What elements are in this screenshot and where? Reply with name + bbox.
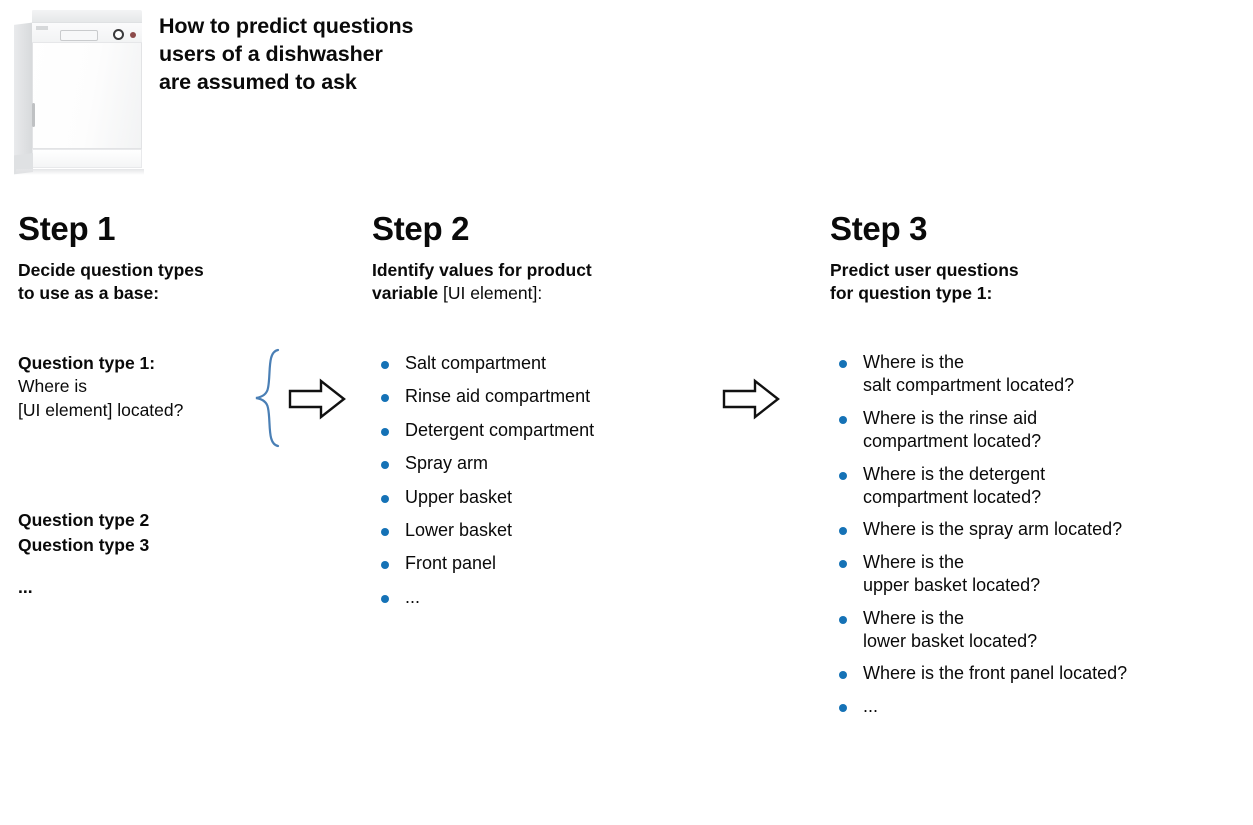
dishwasher-top-surface xyxy=(32,10,142,24)
list-item: Where is the rinse aid compartment locat… xyxy=(830,407,1240,454)
step-2-subtitle-variable: [UI element]: xyxy=(438,283,543,304)
list-item: ... xyxy=(830,695,1240,718)
curly-brace-icon xyxy=(255,348,280,448)
step-2-subtitle: Identify values for product variable [UI… xyxy=(372,259,712,306)
question-types-more: Question type 2 Question type 3 xyxy=(18,510,150,555)
header: How to predict questions users of a dish… xyxy=(0,0,1253,195)
list-item-label: Where is the front panel located? xyxy=(863,663,1128,684)
bullet-icon xyxy=(381,594,389,603)
step-2-subtitle-bold: Identify values for product variable xyxy=(372,260,592,304)
list-item: Where is the salt compartment located? xyxy=(830,351,1240,398)
bullet-icon xyxy=(381,561,389,570)
list-item: Rinse aid compartment xyxy=(372,385,712,408)
list-item-label: Front panel xyxy=(405,553,497,574)
page-title: How to predict questions users of a dish… xyxy=(159,14,414,94)
step-1-title: Step 1 xyxy=(18,210,116,247)
question-type-1-heading: Question type 1: xyxy=(18,353,156,373)
list-item: Where is the upper basket located? xyxy=(830,551,1240,598)
bullet-icon xyxy=(381,427,389,436)
bullet-icon xyxy=(381,361,389,369)
bullet-icon xyxy=(381,461,389,470)
question-type-1-template: Where is [UI element] located? xyxy=(18,376,184,420)
list-item-label: Where is the lower basket located? xyxy=(863,607,1038,651)
list-item-label: Upper basket xyxy=(405,486,513,507)
bullet-icon xyxy=(381,394,389,403)
bullet-icon xyxy=(839,559,847,568)
dishwasher-ground-shadow xyxy=(16,169,144,175)
step-3-column: Step 3 Predict user questions for questi… xyxy=(830,210,1240,716)
step-1-column: Step 1 Decide question types to use as a… xyxy=(18,210,358,597)
list-item: Spray arm xyxy=(372,452,712,475)
list-item: Front panel xyxy=(372,552,712,575)
list-item-label: Where is the detergent compartment locat… xyxy=(863,463,1046,507)
bullet-icon xyxy=(839,360,847,368)
question-type-1-block: Question type 1: Where is [UI element] l… xyxy=(18,352,278,422)
bullet-icon xyxy=(839,527,847,536)
step-3-title: Step 3 xyxy=(830,210,928,247)
list-item: ... xyxy=(372,586,712,609)
step-2-title: Step 2 xyxy=(372,210,470,247)
list-item: Where is the lower basket located? xyxy=(830,607,1240,654)
list-item: Detergent compartment xyxy=(372,419,712,442)
list-item-label: Salt compartment xyxy=(405,353,547,373)
arrow-right-icon xyxy=(722,378,780,420)
bullet-icon xyxy=(839,615,847,624)
bullet-icon xyxy=(381,494,389,503)
list-item-label: Where is the salt compartment located? xyxy=(863,352,1075,396)
step-3-subtitle: Predict user questions for question type… xyxy=(830,260,1019,304)
bullet-icon xyxy=(839,703,847,712)
dishwasher-indicator-light-icon xyxy=(130,32,136,38)
step-3-question-list: Where is the salt compartment located? W… xyxy=(830,351,1240,727)
list-item-label: Lower basket xyxy=(405,519,513,540)
bullet-icon xyxy=(381,527,389,536)
arrow-right-icon xyxy=(288,378,346,420)
step-1-subtitle: Decide question types to use as a base: xyxy=(18,260,204,304)
list-item: Salt compartment xyxy=(372,352,712,375)
dishwasher-door-handle xyxy=(32,103,35,127)
list-item: Lower basket xyxy=(372,519,712,542)
bullet-icon xyxy=(839,415,847,424)
list-item-label: Rinse aid compartment xyxy=(405,386,591,407)
list-item-label: ... xyxy=(863,695,879,716)
list-item-label: Where is the spray arm located? xyxy=(863,519,1123,540)
step-2-value-list: Salt compartment Rinse aid compartment D… xyxy=(372,352,712,619)
list-item-label: Where is the upper basket located? xyxy=(863,551,1041,596)
dishwasher-display-window xyxy=(60,30,98,41)
list-item-label: Detergent compartment xyxy=(405,419,595,440)
list-item-label: Where is the rinse aid compartment locat… xyxy=(863,407,1042,452)
list-item: Where is the spray arm located? xyxy=(830,518,1240,541)
dishwasher-plinth xyxy=(32,149,142,168)
dishwasher-program-dial-icon xyxy=(113,29,124,40)
dishwasher-product-image xyxy=(14,8,146,180)
step-2-column: Step 2 Identify values for product varia… xyxy=(372,210,712,607)
list-item-label: Spray arm xyxy=(405,453,489,474)
bullet-icon xyxy=(839,671,847,680)
list-item: Where is the front panel located? xyxy=(830,662,1240,685)
dishwasher-brand-logo xyxy=(36,26,48,30)
bullet-icon xyxy=(839,471,847,480)
list-item: Where is the detergent compartment locat… xyxy=(830,463,1240,510)
list-item-label: ... xyxy=(405,586,421,607)
list-item: Upper basket xyxy=(372,486,712,509)
question-types-ellipsis: ... xyxy=(18,577,33,597)
